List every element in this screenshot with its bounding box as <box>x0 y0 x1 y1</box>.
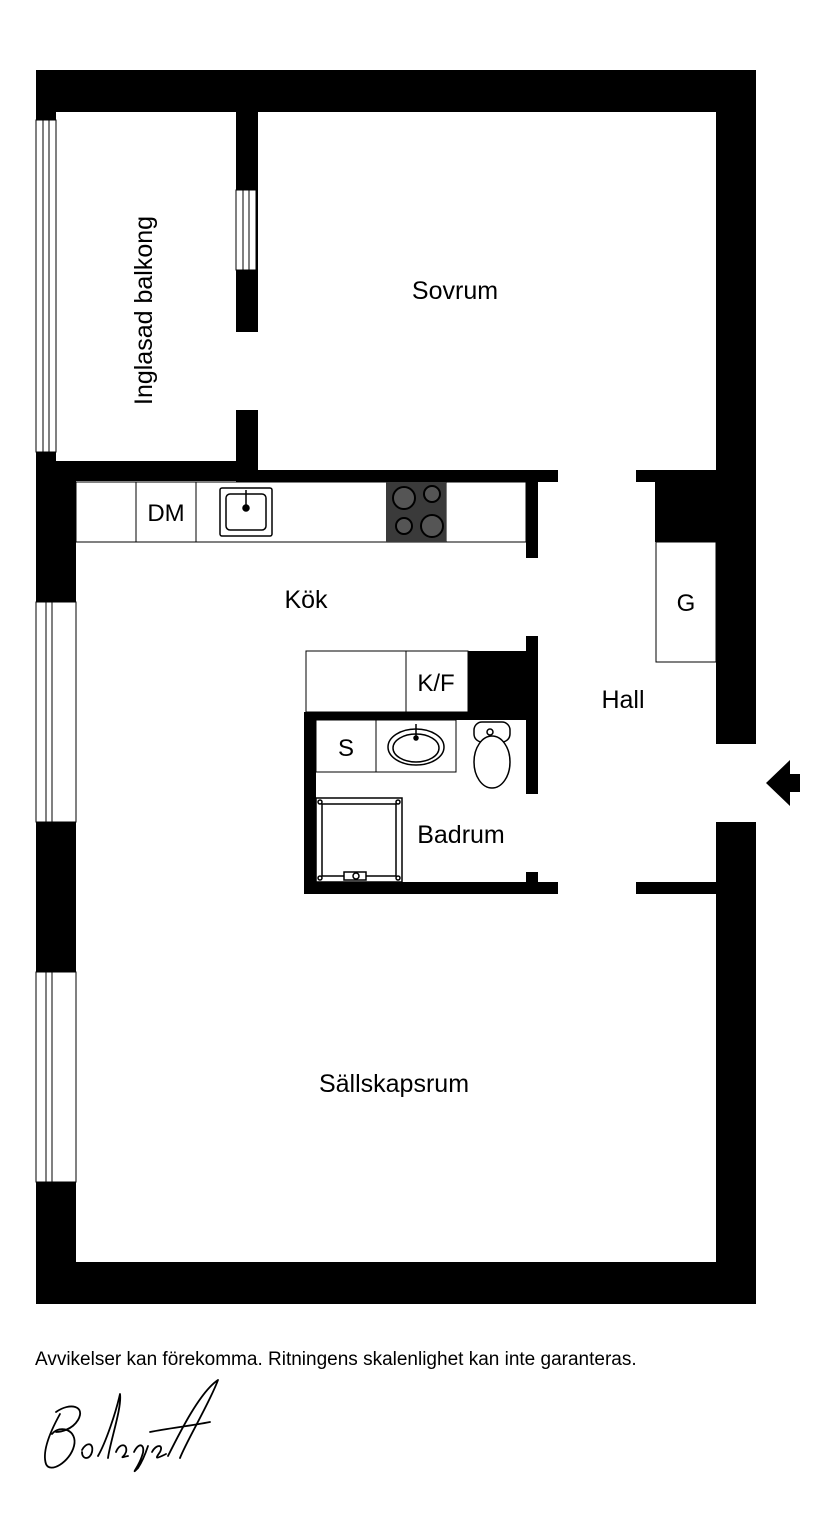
kitchen-counter <box>75 481 527 543</box>
bathroom-counter <box>315 719 457 773</box>
fridge-cabinet <box>305 650 469 713</box>
disclaimer-text: Avvikelser kan förekomma. Ritningens ska… <box>35 1349 637 1370</box>
label-wardrobe: G <box>677 590 696 617</box>
wardrobe <box>655 541 717 663</box>
room-label-bedroom: Sovrum <box>412 277 498 305</box>
sink-icon <box>219 487 273 537</box>
bolaget-logo <box>44 1379 219 1473</box>
room-label-living-room: Sällskapsrum <box>319 1070 469 1098</box>
washbasin-icon <box>387 724 445 766</box>
outer-walls <box>36 70 756 1304</box>
windows <box>35 119 257 1183</box>
label-cabinet: S <box>338 735 354 762</box>
room-label-balcony: Inglasad balkong <box>130 216 158 405</box>
room-label-hall: Hall <box>601 686 644 714</box>
shower-icon <box>315 797 403 883</box>
room-label-kitchen: Kök <box>284 586 328 614</box>
label-dishwasher: DM <box>147 500 184 527</box>
toilet-icon <box>473 721 511 789</box>
balcony-floor <box>56 112 236 461</box>
stove-icon <box>386 482 446 542</box>
floor-plan: Inglasad balkong Sovrum Kök Hall Badrum … <box>35 70 800 1304</box>
label-fridge-freezer: K/F <box>417 670 454 697</box>
room-label-bathroom: Badrum <box>417 821 505 849</box>
entrance-arrow-icon <box>766 760 800 806</box>
